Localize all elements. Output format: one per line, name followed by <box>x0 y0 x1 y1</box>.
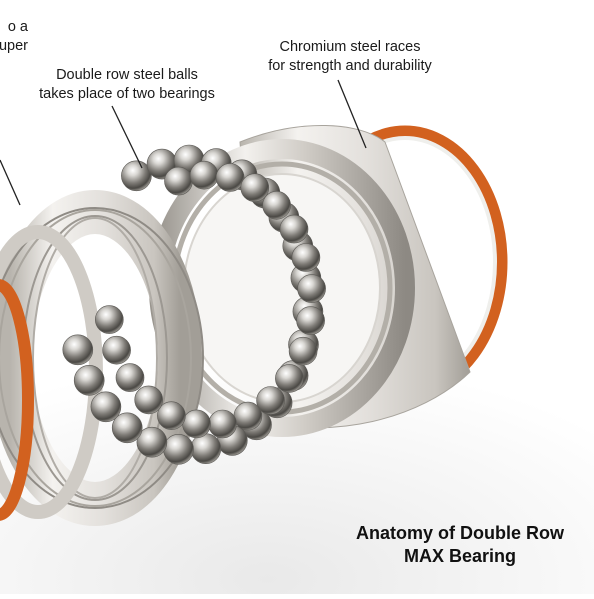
steel-ball <box>297 274 326 303</box>
steel-ball <box>190 433 222 465</box>
steel-ball <box>279 214 309 244</box>
races-label-line-2: for strength and durability <box>268 58 432 74</box>
title-line-1: Anatomy of Double Row <box>356 523 564 543</box>
steel-ball <box>157 401 186 431</box>
steel-ball <box>262 191 291 220</box>
steel-ball <box>95 305 124 334</box>
steel-ball <box>163 433 194 465</box>
steel-ball <box>189 160 219 190</box>
steel-ball <box>90 391 122 423</box>
steel-ball <box>291 243 321 272</box>
steel-ball <box>102 335 131 365</box>
balls-leader-line <box>111 105 143 169</box>
steel-ball <box>62 334 94 366</box>
partial-left-line-2: uper <box>0 38 28 54</box>
races-label-line-1: Chromium steel races <box>279 39 421 55</box>
steel-ball <box>208 409 237 439</box>
steel-ball <box>275 364 304 393</box>
steel-ball <box>182 409 211 439</box>
inner-race-groove-2 <box>0 209 192 507</box>
balls-label-line-1: Double row steel balls <box>56 67 198 83</box>
steel-ball <box>296 306 325 335</box>
inner-race-groove-4 <box>32 217 158 499</box>
inner-race-seal <box>0 279 34 521</box>
steel-ball <box>134 385 163 415</box>
steel-ball <box>73 364 105 396</box>
steel-ball <box>111 412 143 444</box>
balls-label: Double row steel balls takes place of tw… <box>22 66 232 104</box>
races-leader-line <box>337 79 367 149</box>
steel-ball <box>288 336 318 366</box>
steel-ball <box>115 363 145 392</box>
steel-balls <box>62 144 326 465</box>
steel-ball <box>164 166 193 196</box>
inner-race-groove-1 <box>0 207 204 509</box>
partial-left-label: o a uper <box>0 18 28 56</box>
left-leader-line <box>0 159 21 206</box>
steel-ball <box>256 386 285 415</box>
steel-ball <box>240 173 270 202</box>
balls-label-line-2: takes place of two bearings <box>39 86 215 102</box>
steel-ball <box>136 426 168 458</box>
diagram-title: Anatomy of Double Row MAX Bearing <box>340 522 580 568</box>
steel-ball <box>121 160 152 192</box>
partial-left-line-1: o a <box>7 19 28 35</box>
steel-ball <box>233 401 263 431</box>
title-line-2: MAX Bearing <box>403 546 517 566</box>
races-label: Chromium steel races for strength and du… <box>250 38 450 76</box>
inner-race-body <box>0 190 202 526</box>
steel-ball <box>215 163 245 192</box>
